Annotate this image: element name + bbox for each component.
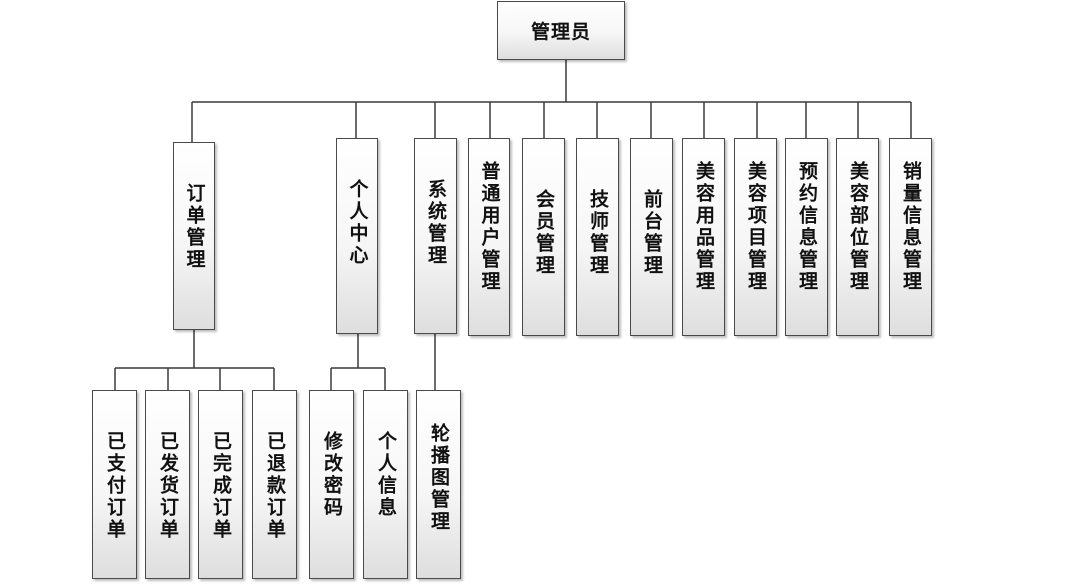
module-label: 美容用品管理 [693,161,715,293]
node-change-password: 修改密码 [309,390,354,579]
module-beauty-items-management: 美容项目管理 [734,138,777,336]
module-label: 美容项目管理 [745,161,767,293]
node-label: 已发货订单 [157,431,179,541]
module-label: 技师管理 [587,189,609,277]
module-system-management: 系统管理 [414,138,457,334]
module-label: 前台管理 [641,189,663,277]
node-refunded-orders: 已退款订单 [252,390,297,579]
module-label: 预约信息管理 [796,161,818,293]
module-label: 美容部位管理 [847,161,869,293]
module-personal-center: 个人中心 [336,138,378,334]
module-front-desk-management: 前台管理 [630,138,673,336]
module-beauty-products-management: 美容用品管理 [682,138,725,336]
module-member-management: 会员管理 [522,138,565,336]
module-label: 个人中心 [346,179,369,267]
module-label: 会员管理 [533,189,555,277]
node-completed-orders: 已完成订单 [198,390,243,579]
module-body-part-management: 美容部位管理 [836,138,879,336]
node-label: 轮播图管理 [428,423,450,533]
root-node-admin: 管理员 [497,1,625,60]
node-paid-orders: 已支付订单 [92,390,137,579]
module-order-management: 订单管理 [173,142,215,330]
node-label: 修改密码 [321,431,343,519]
module-label: 销量信息管理 [900,161,922,293]
module-label: 系统管理 [425,179,447,267]
node-label: 个人信息 [375,431,397,519]
module-label: 普通用户管理 [478,161,501,293]
node-carousel-management: 轮播图管理 [416,390,461,579]
root-node-label: 管理员 [530,21,591,43]
node-label: 已退款订单 [264,431,286,541]
node-personal-info: 个人信息 [363,390,408,579]
module-technician-management: 技师管理 [576,138,619,336]
module-sales-management: 销量信息管理 [889,138,932,336]
module-appointment-management: 预约信息管理 [785,138,828,336]
module-user-management: 普通用户管理 [468,138,510,336]
node-label: 已完成订单 [210,431,232,541]
node-label: 已支付订单 [104,431,126,541]
node-shipped-orders: 已发货订单 [145,390,190,579]
module-label: 订单管理 [183,183,206,271]
